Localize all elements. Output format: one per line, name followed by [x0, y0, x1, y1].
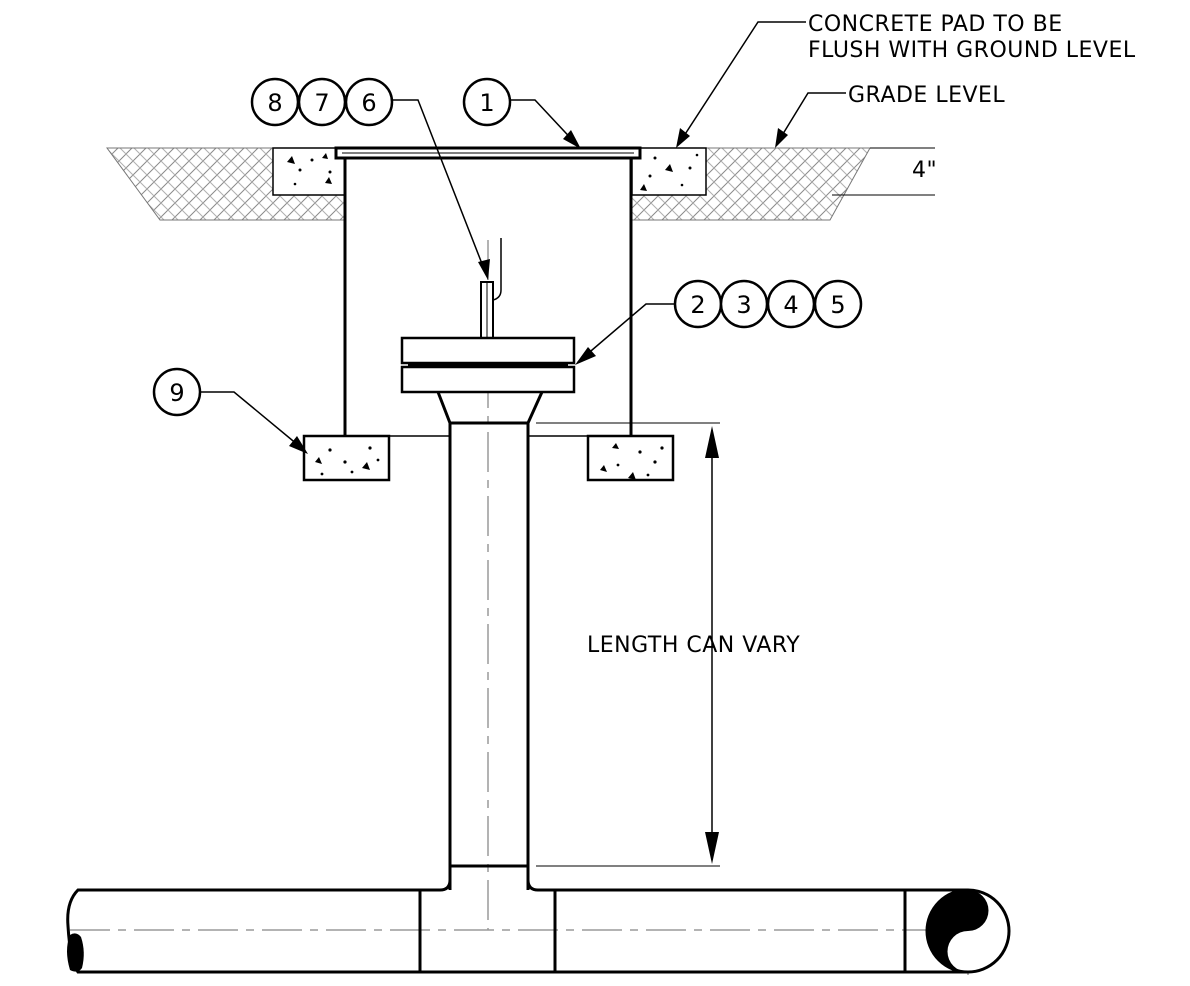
concrete-pad-left	[272, 147, 346, 196]
callout-2-3-4-5: 2 3 4 5	[575, 279, 863, 365]
length-dimension: LENGTH CAN VARY	[536, 422, 800, 867]
pad-leader	[676, 21, 806, 148]
callout-2: 2	[690, 291, 705, 319]
concrete-pad-right	[631, 147, 707, 196]
valve-stem	[480, 238, 502, 339]
callout-6: 6	[361, 89, 376, 117]
callout-7: 7	[314, 89, 329, 117]
flange-assembly	[400, 336, 576, 425]
callout-4: 4	[783, 291, 798, 319]
callout-1: 1	[462, 77, 581, 149]
grade-leader	[775, 92, 846, 148]
callout-9-number: 9	[169, 379, 184, 407]
grade-note: GRADE LEVEL	[848, 83, 1005, 108]
concrete-footing-right	[586, 434, 675, 482]
callout-8-7-6: 8 7 6	[250, 77, 490, 280]
depth-dimension: 4"	[832, 147, 937, 196]
concrete-footing-left	[302, 434, 391, 482]
callout-8: 8	[267, 89, 282, 117]
length-label: LENGTH CAN VARY	[587, 633, 800, 658]
depth-label: 4"	[912, 158, 937, 183]
callout-3: 3	[736, 291, 751, 319]
callout-5: 5	[830, 291, 845, 319]
pad-note-line2: FLUSH WITH GROUND LEVEL	[808, 38, 1136, 63]
pad-note-line1: CONCRETE PAD TO BE	[808, 12, 1063, 37]
callout-1-number: 1	[479, 89, 494, 117]
main-pipe	[66, 879, 1011, 974]
callout-9: 9	[152, 367, 308, 454]
valve-box	[334, 146, 642, 436]
